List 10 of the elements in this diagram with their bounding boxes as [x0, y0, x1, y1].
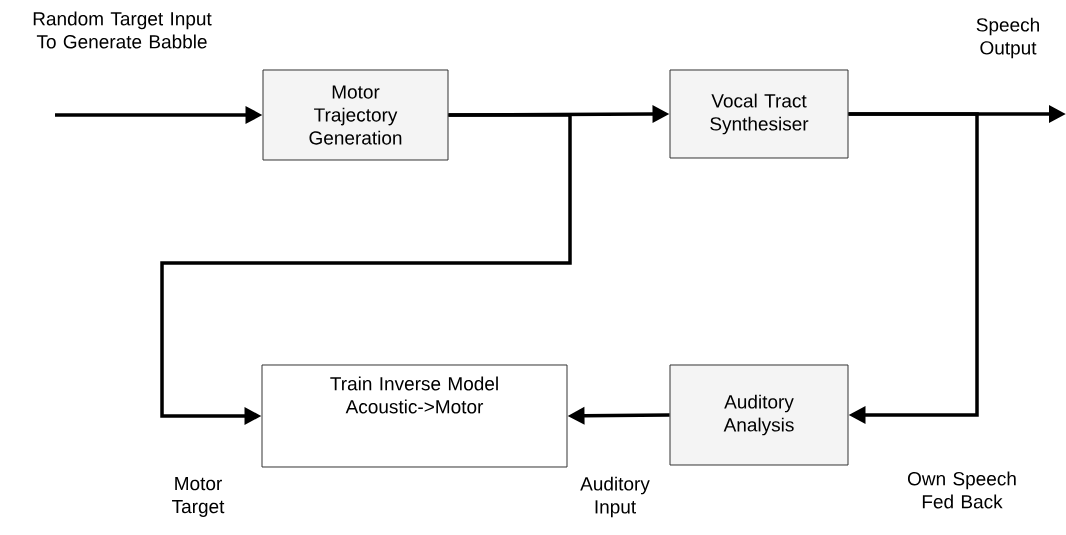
edge-label: Speech Output	[976, 17, 1039, 59]
edge-label: Random Target Input To Generate Babble	[33, 11, 212, 49]
process-box: Auditory Analysis	[669, 364, 849, 466]
edge-label: Motor Target	[172, 477, 225, 517]
process-box: Vocal Tract Synthesiser	[669, 69, 849, 159]
edge-label: Auditory Input	[580, 476, 650, 518]
arrow	[848, 112, 979, 424]
edge-label: Own Speech Fed Back	[907, 471, 1016, 509]
process-box: Train Inverse Model Acoustic->Motor	[261, 364, 568, 468]
process-box: Motor Trajectory Generation	[262, 69, 449, 161]
